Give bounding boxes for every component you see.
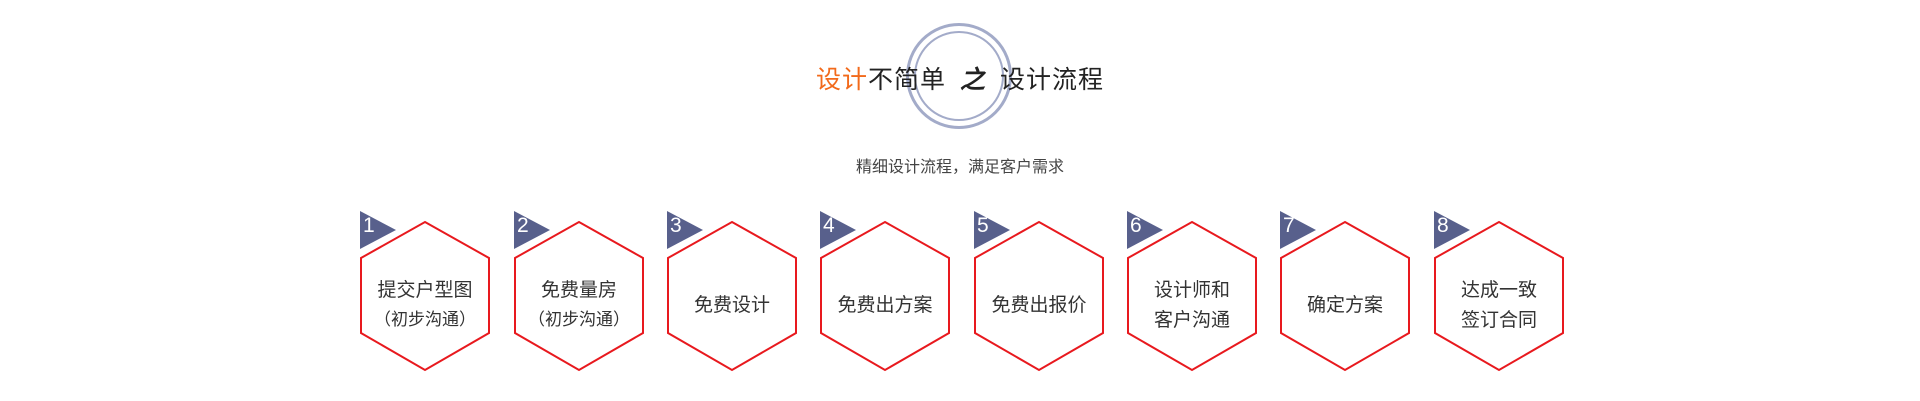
step-number: 2	[517, 214, 529, 237]
step-badge-triangle	[1280, 211, 1316, 249]
step-label-line2: （初步沟通）	[528, 310, 630, 330]
hexagon-shape	[667, 211, 797, 372]
step-number: 6	[1130, 214, 1142, 237]
step-label: 免费量房 （初步沟通）	[514, 265, 644, 345]
hexagon-shape	[820, 211, 950, 372]
step-label-line1: 免费设计	[693, 294, 770, 316]
process-step: 3 免费设计	[667, 210, 807, 375]
hexagon-shape	[360, 211, 490, 372]
step-label: 确定方案	[1280, 265, 1410, 345]
decor-circle-outer	[906, 23, 1012, 129]
section-subtitle: 精细设计流程，满足客户需求	[855, 157, 1064, 176]
step-label-line1: 提交户型图	[377, 279, 473, 301]
process-step: 8 达成一致 签订合同	[1434, 210, 1574, 375]
step-label-line1: 免费出方案	[837, 294, 933, 316]
step-label: 免费出方案	[820, 265, 950, 345]
title-main: 不简单	[867, 65, 946, 94]
step-badge-triangle	[974, 211, 1010, 249]
process-step: 5 免费出报价	[974, 210, 1114, 375]
step-number: 7	[1283, 214, 1295, 237]
process-step: 6 设计师和 客户沟通	[1127, 210, 1267, 375]
step-number: 5	[977, 214, 989, 237]
step-number: 8	[1437, 214, 1449, 237]
decor-circle-inner	[914, 31, 1004, 121]
step-badge-triangle	[820, 211, 856, 249]
hexagon-shape	[1280, 211, 1410, 372]
step-badge-triangle	[360, 211, 396, 249]
step-badge-triangle	[1434, 211, 1470, 249]
hexagon-shape	[1127, 211, 1257, 372]
step-number: 3	[670, 214, 682, 237]
step-label-line1: 设计师和	[1153, 279, 1230, 301]
step-badge-triangle	[667, 211, 703, 249]
step-label-line2: （初步沟通）	[374, 310, 476, 330]
step-number: 4	[823, 214, 835, 237]
step-label-line1: 免费量房	[540, 279, 617, 301]
hexagon-shape	[974, 211, 1104, 372]
step-label-line1: 确定方案	[1306, 294, 1383, 316]
hexagon-shape	[514, 211, 644, 372]
title-tail: 设计流程	[1000, 65, 1105, 94]
process-step: 7 确定方案	[1280, 210, 1420, 375]
process-step: 1 提交户型图 （初步沟通）	[360, 210, 500, 375]
process-step: 2 免费量房 （初步沟通）	[514, 210, 654, 375]
hexagon-shape	[1434, 211, 1564, 372]
title-connector: 之	[960, 65, 987, 94]
process-step: 4 免费出方案	[820, 210, 960, 375]
step-label-line1: 达成一致	[1460, 279, 1537, 301]
step-badge-triangle	[514, 211, 550, 249]
step-label: 达成一致 签订合同	[1434, 265, 1564, 345]
section-title: 设计不简单之设计流程	[0, 60, 1920, 96]
step-label-line2: 签订合同	[1460, 309, 1537, 331]
step-label: 设计师和 客户沟通	[1127, 265, 1257, 345]
step-label: 提交户型图 （初步沟通）	[360, 265, 490, 345]
step-label-line2: 客户沟通	[1153, 309, 1230, 331]
step-badge-triangle	[1127, 211, 1163, 249]
step-label-line1: 免费出报价	[991, 294, 1087, 316]
step-label: 免费设计	[667, 265, 797, 345]
step-label: 免费出报价	[974, 265, 1104, 345]
title-accent: 设计	[815, 65, 868, 94]
step-number: 1	[363, 214, 375, 237]
